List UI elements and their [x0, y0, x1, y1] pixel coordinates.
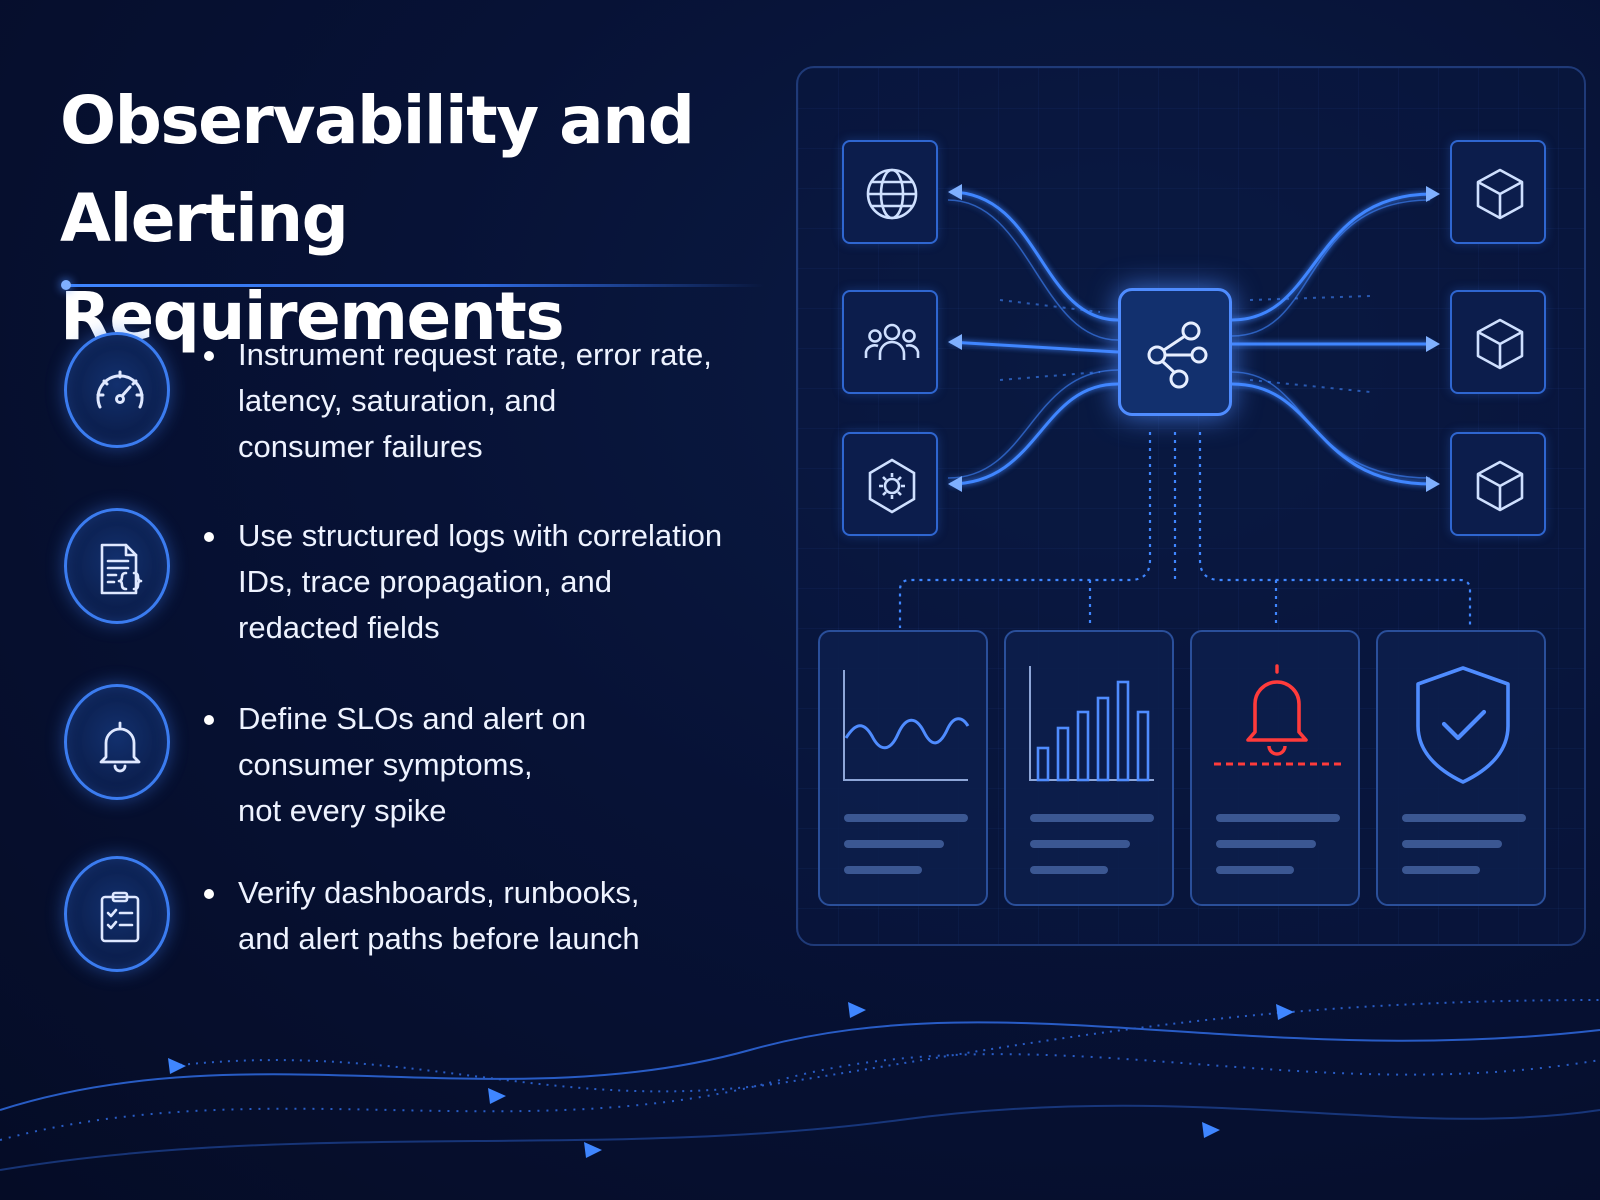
card-text-placeholder — [1216, 866, 1294, 874]
checklist-clipboard-icon — [64, 856, 170, 972]
metrics-bar-chart-card — [1004, 630, 1174, 906]
structured-log-document-icon — [64, 508, 170, 624]
card-text-placeholder — [1402, 814, 1526, 822]
card-text-placeholder — [1216, 840, 1316, 848]
requirement-item-logs: Use structured logs with correlation IDs… — [204, 513, 764, 651]
requirement-line: consumer failures — [238, 429, 483, 464]
requirement-line: Use structured logs with correlation — [238, 518, 723, 553]
cube-icon — [1476, 168, 1524, 220]
service-node-2 — [1450, 290, 1546, 394]
card-text-placeholder — [844, 866, 922, 874]
requirement-line: Verify dashboards, runbooks, — [238, 875, 640, 910]
requirement-line: and alert paths before launch — [238, 921, 640, 956]
globe-icon — [866, 168, 918, 220]
service-node-1 — [1450, 140, 1546, 244]
card-text-placeholder — [1030, 840, 1130, 848]
bullet-dot — [204, 532, 214, 542]
card-text-placeholder — [1402, 840, 1502, 848]
settings-node — [842, 432, 938, 536]
globe-node — [842, 140, 938, 244]
card-text-placeholder — [844, 814, 968, 822]
alert-bell-icon — [1210, 664, 1344, 766]
bullet-dot — [204, 889, 214, 899]
card-text-placeholder — [844, 840, 944, 848]
page-title-line-1: Observability and — [60, 82, 695, 159]
bar-chart-icon — [1029, 666, 1154, 782]
requirement-item-metrics: Instrument request rate, error rate, lat… — [204, 332, 764, 470]
bullet-dot — [204, 351, 214, 361]
metrics-line-chart-card — [818, 630, 988, 906]
speedometer-icon — [64, 332, 170, 448]
title-divider — [64, 284, 764, 287]
card-text-placeholder — [1030, 866, 1108, 874]
requirement-line: redacted fields — [238, 610, 440, 645]
title-divider-dot — [61, 280, 71, 290]
share-network-icon — [1147, 321, 1208, 389]
alert-card — [1190, 630, 1360, 906]
card-text-placeholder — [1030, 814, 1154, 822]
requirement-line: IDs, trace propagation, and — [238, 564, 612, 599]
line-chart-icon — [843, 670, 970, 781]
central-hub-node — [1118, 288, 1232, 416]
requirement-item-slos: Define SLOs and alert on consumer sympto… — [204, 696, 764, 834]
requirement-line: latency, saturation, and — [238, 383, 557, 418]
card-text-placeholder — [1216, 814, 1340, 822]
service-node-3 — [1450, 432, 1546, 536]
gear-hexagon-icon — [868, 458, 916, 514]
requirement-line: Define SLOs and alert on — [238, 701, 587, 736]
requirement-item-verify: Verify dashboards, runbooks, and alert p… — [204, 870, 764, 962]
card-text-placeholder — [1402, 866, 1480, 874]
users-node — [842, 290, 938, 394]
requirement-line: Instrument request rate, error rate, — [238, 337, 712, 372]
users-group-icon — [864, 323, 920, 360]
shield-check-icon — [1416, 666, 1510, 784]
bullet-dot — [204, 715, 214, 725]
page-title: Observability and Alerting Requirements — [60, 72, 780, 366]
security-card — [1376, 630, 1546, 906]
requirement-line: not every spike — [238, 793, 447, 828]
requirement-line: consumer symptoms, — [238, 747, 533, 782]
cube-icon — [1476, 318, 1524, 370]
cube-icon — [1476, 460, 1524, 512]
bell-icon — [64, 684, 170, 800]
